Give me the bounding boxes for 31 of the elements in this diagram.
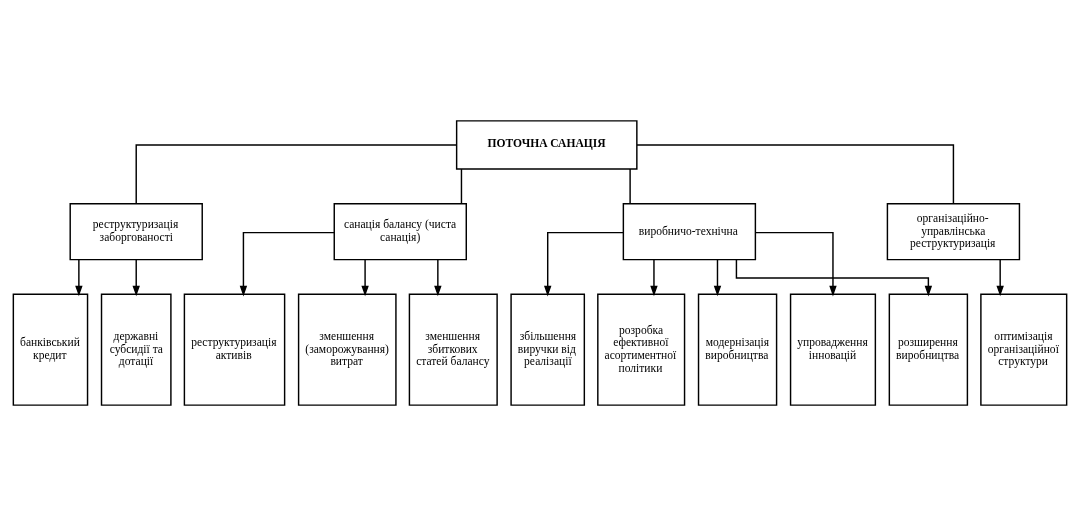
node-box: розширення виробництва <box>888 293 969 406</box>
node-box: модернізація виробництва <box>697 293 778 406</box>
node-box: збільшення виручки від реалізації <box>510 293 586 406</box>
node-box: ПОТОЧНА САНАЦІЯ <box>455 119 638 170</box>
node-box: зменшення збиткових статей балансу <box>408 293 498 406</box>
node-box: розробка ефективної асортиментної політики <box>597 293 686 406</box>
arrow <box>361 258 369 296</box>
arrow <box>713 258 722 296</box>
node-box: санація балансу (чиста санація) <box>333 202 467 260</box>
node-box: оптимізація організаційної структури <box>980 293 1068 406</box>
connector <box>460 167 463 204</box>
arrow <box>650 258 658 296</box>
arrow <box>754 231 837 296</box>
arrow <box>434 258 442 296</box>
node-box: виробничо-технічна <box>622 202 757 260</box>
connector <box>135 143 458 204</box>
connector <box>629 167 631 204</box>
node-box: зменшення (заморожування) витрат <box>297 293 397 406</box>
arrow <box>75 258 83 296</box>
node-box: організаційно- управлінська реструктуризація <box>886 202 1021 260</box>
node-box: державні субсидії та дотації <box>100 293 172 406</box>
node-box: реструктуризація активів <box>183 293 286 406</box>
arrow <box>735 258 933 296</box>
arrow <box>544 231 624 296</box>
node-box: банківський кредит <box>12 293 89 406</box>
connector <box>636 143 955 204</box>
arrow <box>239 231 335 296</box>
node-box: реструктуризація заборгованості <box>69 202 203 260</box>
node-box: упровадження інновацій <box>789 293 877 406</box>
arrow <box>996 258 1004 296</box>
arrow <box>132 258 140 296</box>
